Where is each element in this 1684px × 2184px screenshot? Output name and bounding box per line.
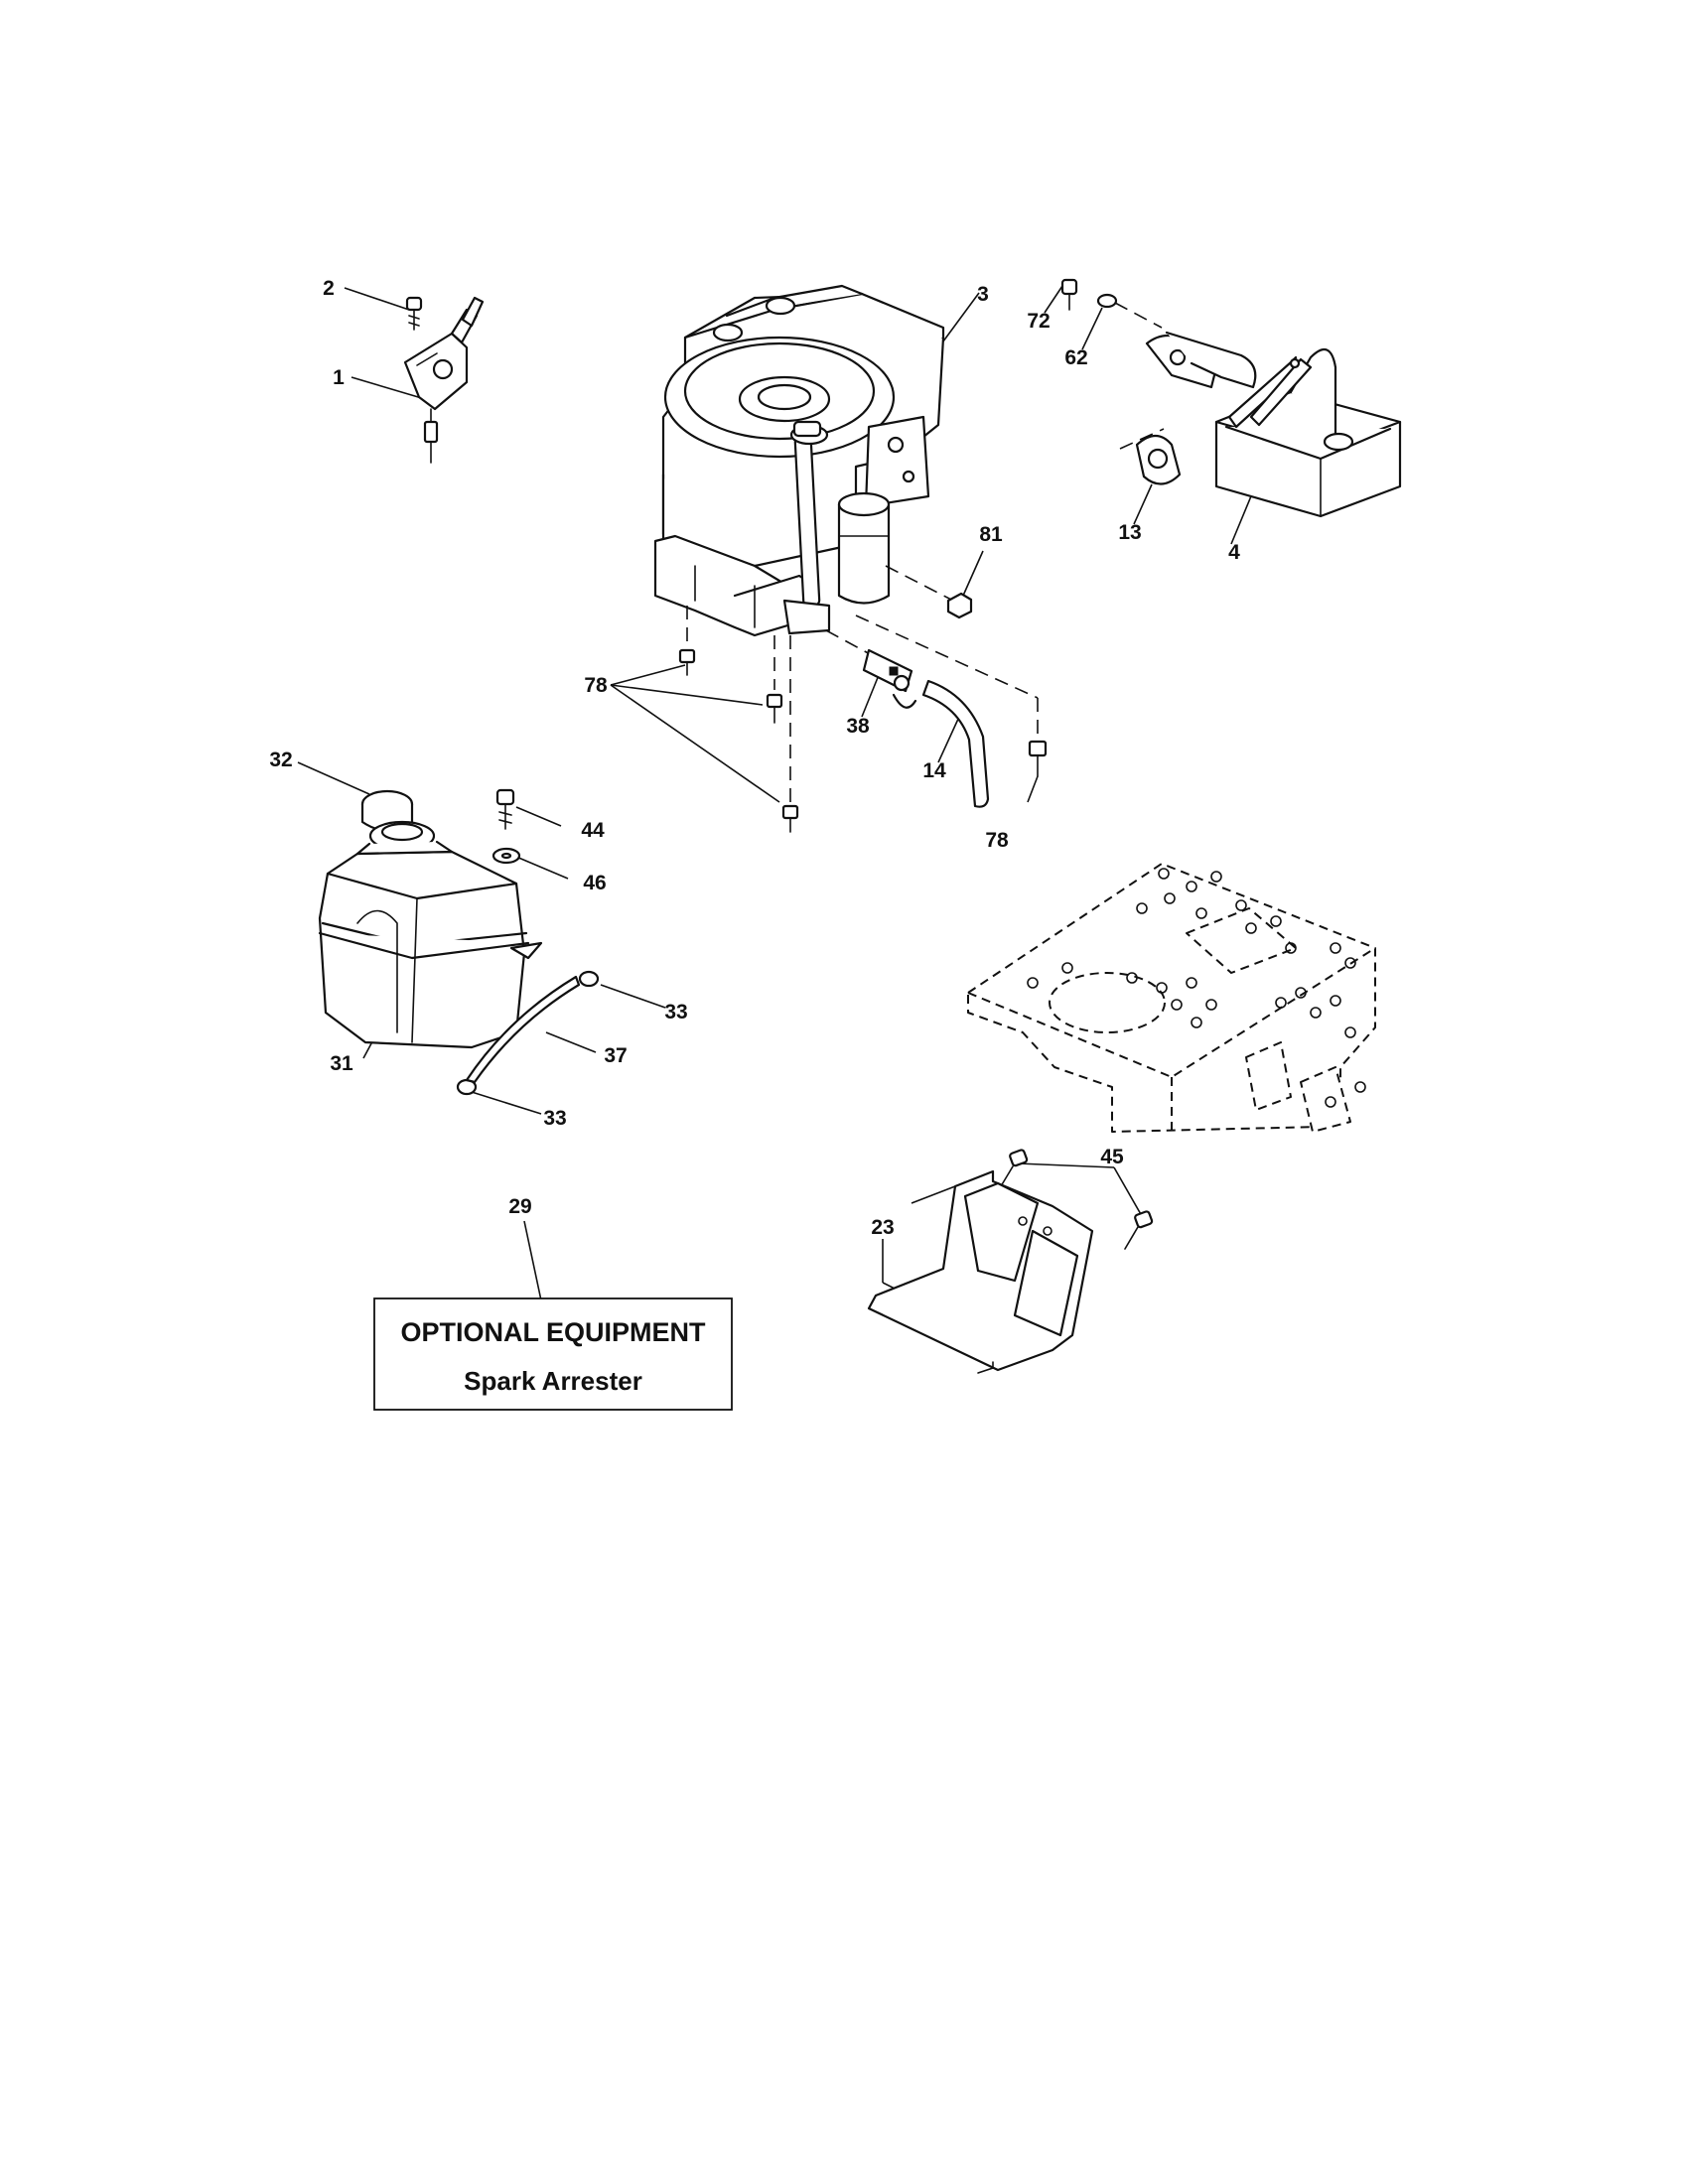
callout-44: 44	[581, 819, 605, 842]
callout-29: 29	[508, 1195, 531, 1218]
callout-13: 13	[1118, 521, 1141, 544]
callout-31: 31	[330, 1052, 353, 1075]
callout-4: 4	[1228, 541, 1240, 564]
callout-32: 32	[269, 749, 292, 771]
callout-2: 2	[323, 277, 335, 300]
heat-shield-assembly	[867, 1149, 1154, 1374]
nut	[885, 550, 984, 619]
callout-33-upper: 33	[664, 1001, 687, 1024]
muffler-assembly	[1119, 331, 1402, 545]
callout-45: 45	[1100, 1146, 1124, 1168]
callout-33-lower: 33	[543, 1107, 566, 1130]
optional-equipment-callout: OPTIONAL EQUIPMENT Spark Arrester	[373, 1220, 733, 1411]
callout-labels: 2 1 3 72 62 13 4 81 78 38 14 78 32 44 46…	[269, 277, 1240, 1239]
callout-3: 3	[977, 283, 989, 306]
spark-arrester-label: Spark Arrester	[464, 1366, 642, 1396]
callout-78-left: 78	[584, 674, 608, 697]
callout-62: 62	[1064, 346, 1087, 369]
callout-1: 1	[333, 366, 345, 389]
engine-mounting-bolts	[610, 606, 1048, 833]
engine	[653, 284, 980, 637]
throttle-control-bracket	[344, 287, 485, 464]
oil-drain-valve-and-hose	[825, 629, 990, 808]
callout-78-right: 78	[985, 829, 1009, 852]
callout-14: 14	[922, 759, 946, 782]
callout-72: 72	[1027, 310, 1050, 333]
callout-23: 23	[871, 1216, 894, 1239]
chassis-frame	[967, 863, 1376, 1133]
callout-38: 38	[846, 715, 870, 738]
callout-46: 46	[583, 872, 606, 894]
optional-equipment-heading: OPTIONAL EQUIPMENT	[400, 1317, 706, 1347]
callout-81: 81	[979, 523, 1003, 546]
fuel-tank-assembly	[297, 761, 666, 1115]
exhaust-bolt-and-washer	[1044, 278, 1163, 350]
callout-37: 37	[604, 1044, 627, 1067]
